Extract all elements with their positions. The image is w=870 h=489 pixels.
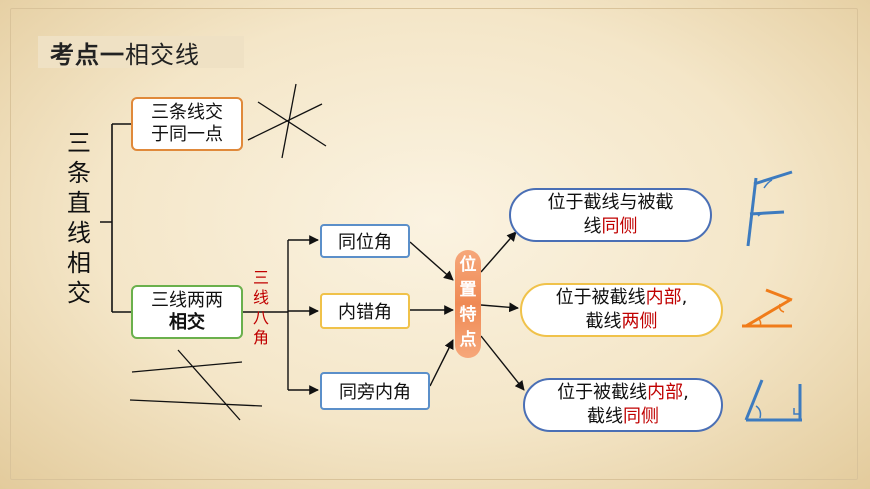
- corresponding-angle-box: 同位角: [320, 224, 410, 258]
- result2-line1: 位于被截线内部,: [556, 286, 688, 310]
- result1-line2: 线同侧: [584, 215, 638, 239]
- result3-line1: 位于被截线内部,: [557, 381, 689, 405]
- result3-comma: ,: [683, 382, 689, 403]
- result1-line1: 位于截线与被截: [547, 192, 674, 213]
- result2-comma: ,: [681, 287, 688, 308]
- consecutive-angle-box: 同旁内角: [320, 372, 430, 410]
- root-char: 相: [67, 249, 91, 277]
- root-char: 交: [67, 279, 91, 307]
- concurrent-line2: 于同一点: [151, 124, 223, 145]
- pairwise-lines-figure: [129, 349, 263, 421]
- result2-highlight: 内部: [645, 287, 682, 308]
- result3-text: 位于被截线: [557, 382, 648, 403]
- root-char: 三: [67, 129, 91, 157]
- pairwise-line2: 相交: [169, 312, 205, 333]
- pill-char: 位: [459, 255, 477, 275]
- result1-text: 线: [583, 216, 602, 237]
- title-main: 相交线: [125, 40, 200, 69]
- label-char: 八: [252, 308, 269, 327]
- result-consecutive: 位于被截线内部, 截线同侧: [523, 378, 723, 432]
- root-char: 直: [67, 189, 91, 217]
- corresponding-angles-figure: [746, 170, 793, 247]
- result1-highlight: 同侧: [601, 216, 638, 237]
- title-prefix: 考点一: [50, 40, 125, 69]
- concurrent-lines-figure: [247, 83, 327, 159]
- position-feature-pill: 位 置 特 点: [455, 250, 481, 358]
- pill-char: 点: [459, 330, 477, 350]
- slide-frame: [10, 8, 858, 480]
- concurrent-line1: 三条线交: [151, 102, 223, 123]
- root-concept: 三 条 直 线 相 交: [64, 128, 94, 308]
- alternate-angles-figure: [742, 288, 793, 328]
- label-char: 线: [252, 288, 269, 307]
- slide-title: 考点一相交线: [38, 36, 244, 69]
- result3-highlight: 内部: [647, 382, 684, 403]
- pill-char: 特: [459, 305, 477, 325]
- result2-text: 位于被截线: [555, 287, 646, 308]
- alternate-angle-box: 内错角: [320, 293, 410, 329]
- pill-char: 置: [459, 280, 477, 300]
- label-char: 角: [252, 328, 269, 347]
- pairwise-line1: 三线两两: [151, 290, 223, 311]
- pairwise-intersect-box: 三线两两 相交: [131, 285, 243, 339]
- root-char: 线: [67, 219, 91, 247]
- label-char: 三: [252, 268, 269, 287]
- consecutive-angles-figure: [744, 379, 802, 422]
- root-char: 条: [67, 159, 91, 187]
- result-corresponding: 位于截线与被截 线同侧: [509, 188, 712, 242]
- result-alternate: 位于被截线内部, 截线两侧: [520, 283, 723, 337]
- result3-highlight: 同侧: [623, 406, 659, 427]
- result2-line2: 截线两侧: [586, 310, 658, 334]
- result3-line2: 截线同侧: [587, 405, 659, 429]
- result2-highlight: 两侧: [621, 311, 658, 332]
- three-lines-eight-angles: 三 线 八 角: [251, 268, 271, 348]
- result3-text: 截线: [587, 406, 623, 427]
- concurrent-lines-box: 三条线交 于同一点: [131, 97, 243, 151]
- result2-text: 截线: [585, 311, 622, 332]
